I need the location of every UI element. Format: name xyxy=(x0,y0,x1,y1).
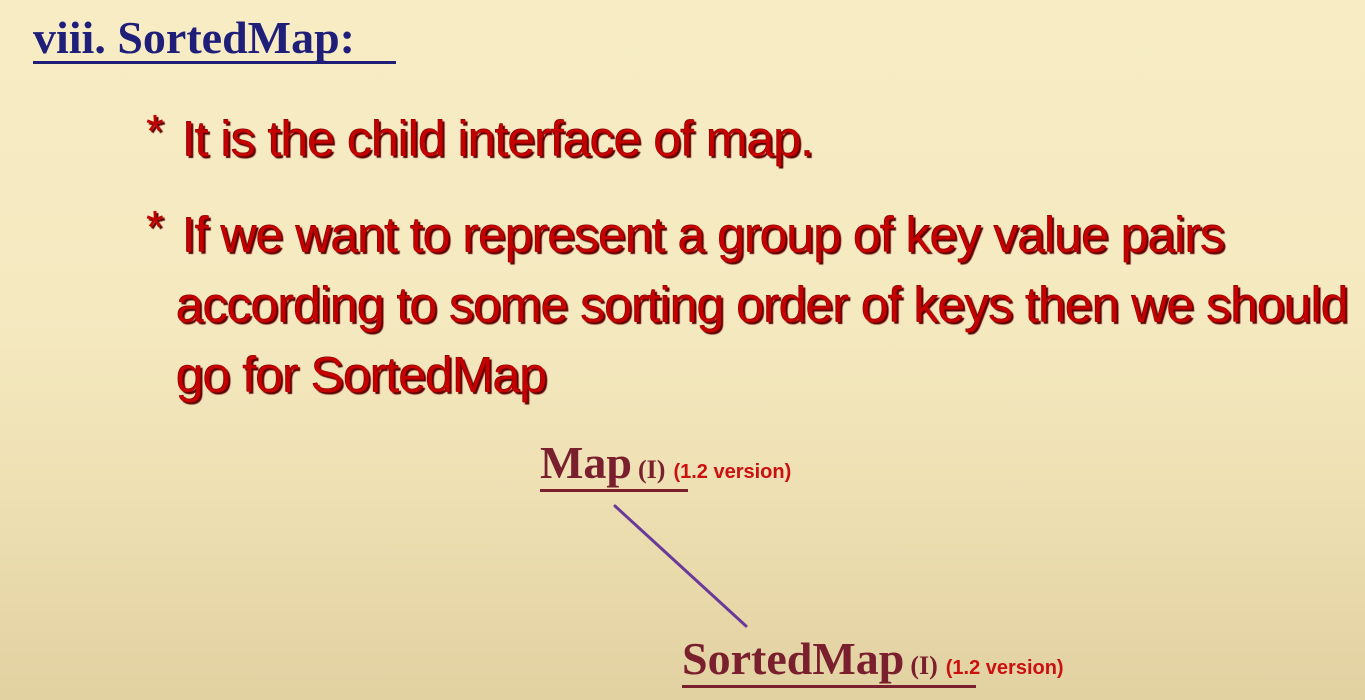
title-underline xyxy=(33,61,396,64)
map-interface-node: Map(I) (1.2 version) xyxy=(540,436,791,489)
sortedmap-node-kind: (I) xyxy=(910,651,938,680)
bullet-2-line-1: If we want to represent a group of key v… xyxy=(182,207,1225,263)
map-node-version: (1.2 version) xyxy=(673,461,792,483)
map-node-name: Map xyxy=(540,437,632,488)
map-node-underline xyxy=(540,489,688,492)
hierarchy-connector-line xyxy=(613,504,748,628)
bullet-1-text: It is the child interface of map. xyxy=(182,111,814,167)
bullet-1-marker: * xyxy=(146,105,164,157)
sortedmap-node-version: (1.2 version) xyxy=(945,657,1064,679)
slide-title: viii. SortedMap: xyxy=(33,12,355,63)
sortedmap-interface-node: SortedMap(I) (1.2 version) xyxy=(682,632,1064,685)
bullet-2-line-3: go for SortedMap xyxy=(176,347,547,403)
map-node-kind: (I) xyxy=(638,455,666,484)
sortedmap-node-underline xyxy=(682,685,976,688)
bullet-2-line-2: according to some sorting order of keys … xyxy=(176,277,1349,333)
bullet-2-marker: * xyxy=(146,201,164,253)
sortedmap-node-name: SortedMap xyxy=(682,633,905,684)
